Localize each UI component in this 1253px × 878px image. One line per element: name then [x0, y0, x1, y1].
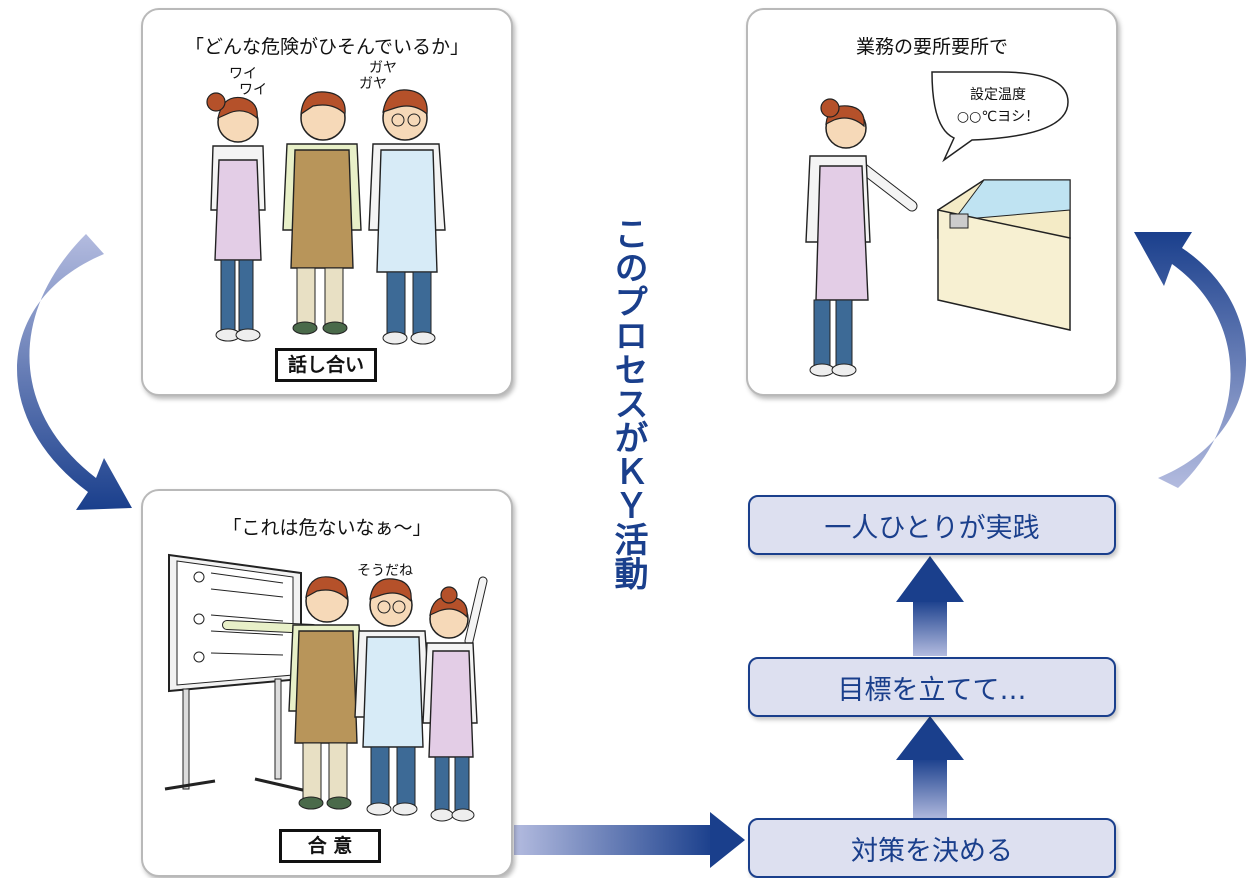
discussion-illustration: [206, 89, 446, 345]
discussion-label: 話し合い: [275, 348, 377, 382]
curved-arrow-left: [17, 234, 132, 510]
water-tank: [937, 179, 1071, 331]
chatter-right: ガヤ ガヤ: [359, 60, 397, 92]
speech-bubble: [931, 71, 1069, 163]
woman-raising-hand-figure: [422, 576, 488, 822]
speech-bubble-text: 設定温度 ○○℃ヨシ！: [928, 84, 1068, 128]
discussion-title: 「どんな危険がひそんでいるか」: [184, 36, 470, 58]
step-practice: 一人ひとりが実践: [748, 495, 1116, 555]
speech-bubble-line-1: 設定温度: [970, 87, 1026, 103]
agreement-illustration: [164, 553, 488, 822]
whiteboard: [164, 553, 308, 793]
agreement-speech: そうだね: [357, 563, 413, 579]
chatter-left-line-1: ワイ: [229, 66, 257, 82]
chatter-right-line-2: ガヤ: [359, 76, 387, 92]
woman-pointing-figure: [805, 98, 918, 377]
speech-bubble-line-2: ○○℃ヨシ！: [956, 109, 1040, 125]
arrow-to-decide: [514, 812, 745, 868]
chatter-left-line-2: ワイ: [239, 82, 267, 98]
curved-arrow-right: [1134, 232, 1247, 488]
woman-figure: [206, 92, 266, 342]
agreement-panel: 「これは危ないなぁ～」: [141, 489, 513, 877]
chatter-left: ワイ ワイ: [229, 66, 267, 98]
practice-title: 業務の要所要所で: [855, 36, 1008, 58]
man-glasses-figure: [354, 578, 432, 816]
discussion-panel: 「どんな危険がひそんでいるか」: [141, 8, 513, 396]
step-goal: 目標を立てて…: [748, 657, 1116, 717]
agreement-title: 「これは危ないなぁ～」: [222, 517, 432, 539]
man-blue-apron-figure: [368, 89, 446, 345]
arrow-decide-to-goal: [896, 716, 964, 820]
man-pointing-figure: [222, 576, 366, 810]
agreement-label: 合 意: [279, 829, 381, 863]
practice-panel: 業務の要所要所で 設定温度 ○○℃ヨシ！: [746, 8, 1118, 396]
man-brown-apron-figure: [282, 91, 362, 335]
chatter-right-line-1: ガヤ: [369, 60, 397, 76]
arrow-goal-to-practice: [896, 556, 964, 656]
practice-illustration: [805, 71, 1071, 377]
step-decide: 対策を決める: [748, 818, 1116, 878]
center-caption: このプロセスがＫＹ活動: [608, 216, 648, 590]
